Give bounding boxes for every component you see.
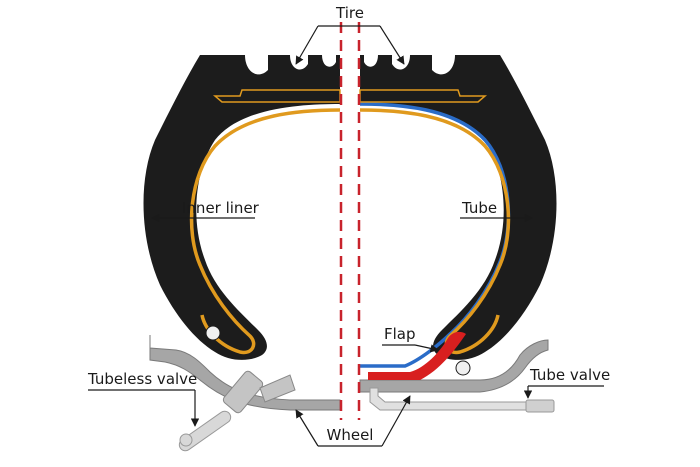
right-carcass-ply — [359, 108, 511, 355]
flap-shape — [368, 331, 466, 380]
right-bead-core — [455, 360, 471, 376]
label-inner-liner-text: Inner liner — [182, 199, 260, 217]
tubeless-valve-body — [178, 370, 296, 452]
left-tire-body — [143, 55, 340, 360]
left-carcass-ply — [189, 108, 341, 355]
right-tread-grooves — [364, 55, 455, 75]
right-tube-half — [359, 55, 557, 413]
label-flap-text: Flap — [384, 325, 416, 343]
label-tire-text: Tire — [335, 4, 364, 22]
left-tread-grooves — [245, 55, 336, 75]
label-tire: Tire — [295, 4, 405, 65]
label-tubeless-valve: Tubeless valve — [87, 370, 200, 427]
label-inner-liner: Inner liner — [151, 199, 260, 223]
left-bead-core — [205, 325, 221, 341]
left-tubeless-half — [143, 55, 341, 452]
label-tube-valve-text: Tube valve — [529, 366, 610, 384]
tube-valve-tip — [525, 399, 555, 413]
right-tire-body — [360, 55, 557, 360]
label-tube: Tube — [460, 199, 533, 223]
label-tubeless-valve-text: Tubeless valve — [87, 370, 197, 388]
label-flap: Flap — [382, 325, 439, 353]
label-wheel-text: Wheel — [327, 426, 374, 444]
label-tube-text: Tube — [461, 199, 497, 217]
right-rim — [359, 339, 549, 393]
label-wheel: Wheel — [295, 395, 411, 447]
label-tube-valve: Tube valve — [523, 366, 610, 399]
left-belt — [212, 89, 341, 103]
